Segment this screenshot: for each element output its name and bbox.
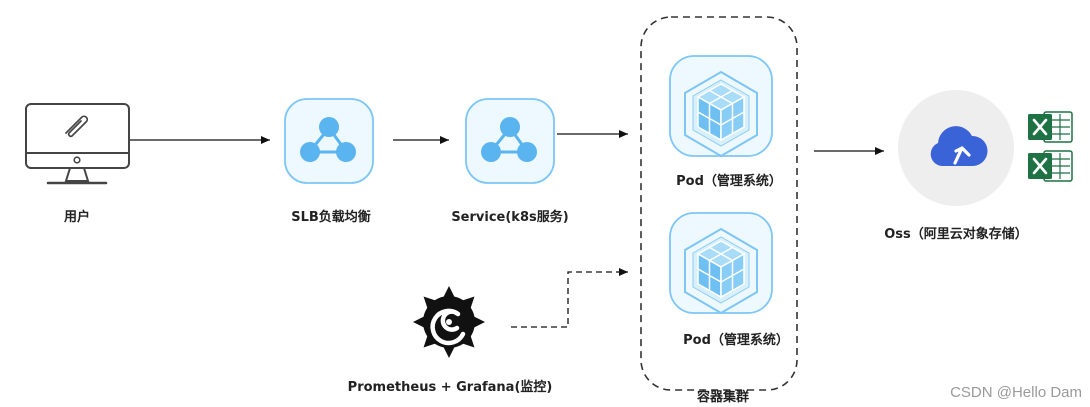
oss-label: Oss（阿里云对象存储） (884, 227, 1028, 242)
monitor-icon (25, 103, 130, 185)
pod-cube-icon (669, 212, 773, 315)
oss-cloud-icon (898, 90, 1014, 206)
grafana-icon (413, 286, 485, 358)
service-label: Service(k8s服务) (451, 210, 569, 225)
pod-cube-icon (669, 55, 773, 158)
cluster-label: 容器集群 (696, 390, 750, 405)
watermark: CSDN @Hello Dam (950, 384, 1082, 401)
monitor-label: Prometheus + Grafana(监控) (347, 380, 553, 395)
slb-network-icon (284, 98, 374, 184)
excel-file-icon (1028, 150, 1073, 182)
slb-label: SLB负载均衡 (291, 210, 371, 225)
service-network-icon (465, 98, 555, 184)
cluster-boundary (640, 16, 798, 391)
pod2-label: Pod（管理系统） (683, 333, 789, 348)
pod1-label: Pod（管理系统） (676, 174, 782, 189)
dashed-monitor-connector (511, 268, 628, 328)
user-label: 用户 (63, 210, 91, 225)
excel-file-icon (1028, 111, 1073, 143)
